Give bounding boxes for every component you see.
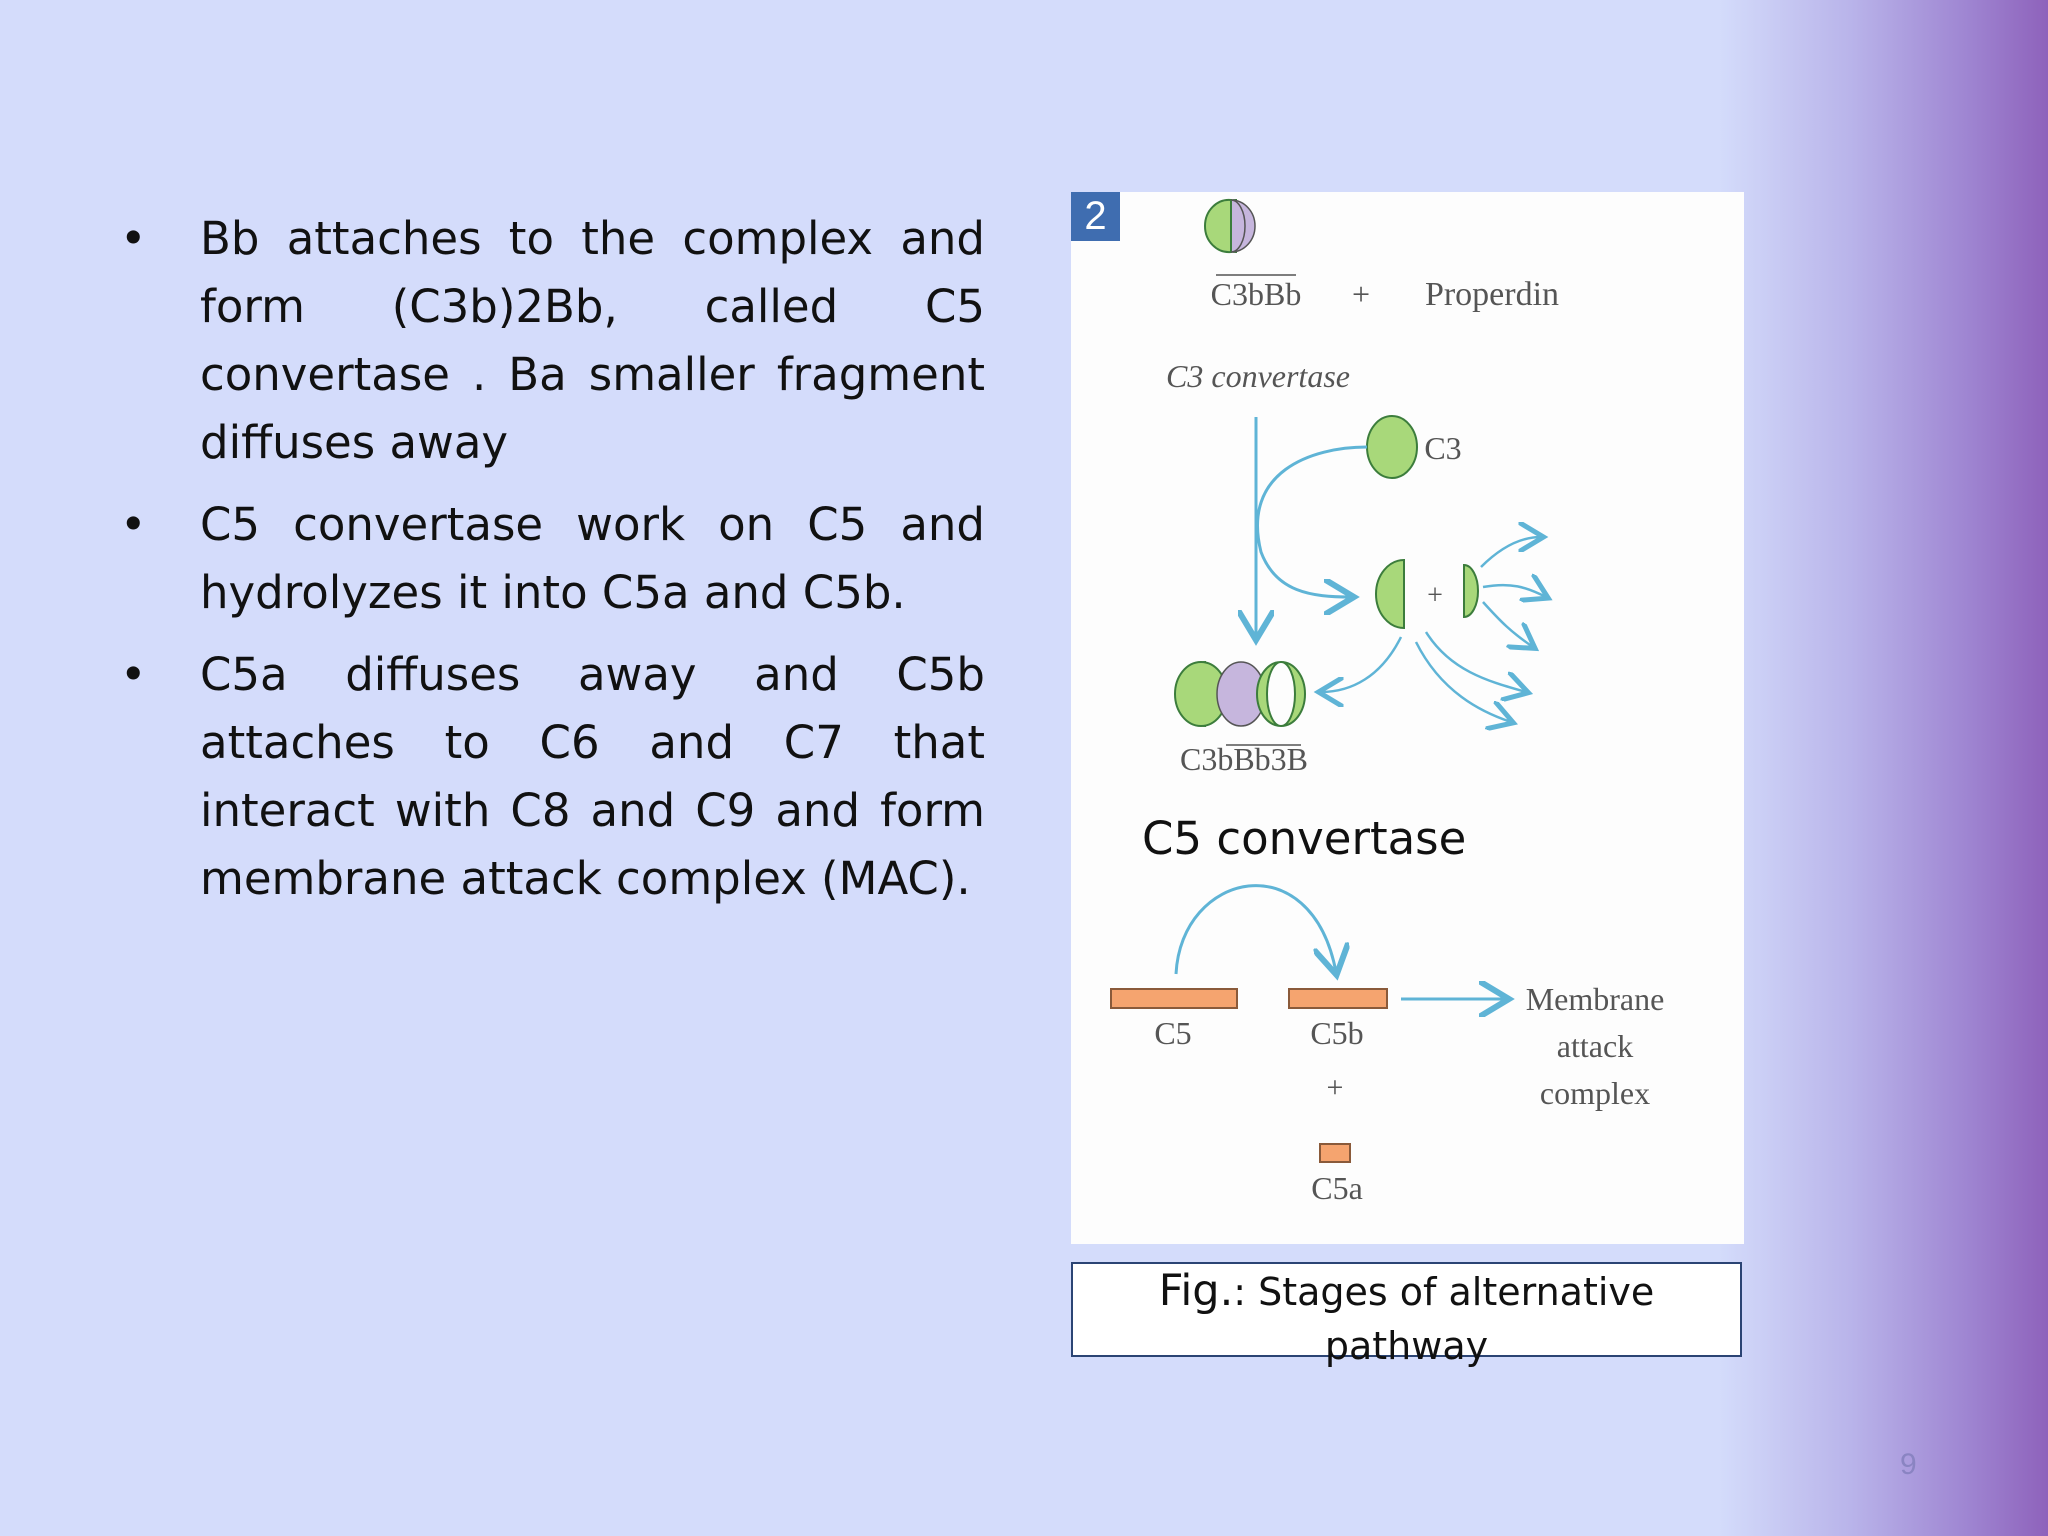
c5b-molecule-icon	[1288, 988, 1388, 1009]
c5-molecule-icon	[1110, 988, 1238, 1009]
bullet-dot: •	[120, 648, 147, 701]
page-number: 9	[1900, 1448, 1917, 1481]
mac-label-line2: attack	[1557, 1028, 1633, 1064]
c3bbb3b-label: C3bBb3B	[1180, 741, 1308, 777]
diffusion-arrows	[1321, 537, 1546, 722]
c3bbb3b-complex-icon	[1174, 660, 1306, 728]
figure-caption: Fig.: Stages of alternative pathway	[1071, 1262, 1742, 1368]
bullet-text: C5a diffuses away and C5b attaches to C6…	[200, 648, 985, 905]
figure-number-badge: 2	[1071, 192, 1120, 241]
caption-prefix: Fig.	[1158, 1266, 1234, 1316]
bullet-text: Bb attaches to the complex and form (C3b…	[200, 212, 985, 469]
plus-sign: +	[1427, 580, 1443, 611]
bullet-dot: •	[120, 212, 147, 265]
bullet-dot: •	[120, 498, 147, 551]
c5a-molecule-icon	[1319, 1143, 1351, 1163]
c3a-fragment-icon	[1463, 563, 1479, 619]
plus-sign: +	[1352, 276, 1370, 312]
c3-label: C3	[1424, 430, 1461, 466]
bullet-text: C5 convertase work on C5 and hydrolyzes …	[200, 498, 985, 619]
bullet-item: • C5 convertase work on C5 and hydrolyze…	[120, 491, 985, 627]
bullet-list: • Bb attaches to the complex and form (C…	[120, 205, 985, 927]
properdin-label: Properdin	[1425, 276, 1559, 313]
c3bbb-label: C3bBb	[1211, 276, 1302, 312]
decorative-gradient-band	[1718, 0, 2048, 1536]
mac-label-line1: Membrane	[1526, 981, 1665, 1017]
bullet-item: • Bb attaches to the complex and form (C…	[120, 205, 985, 477]
c3bbb-complex-icon	[1203, 198, 1256, 254]
plus-sign: +	[1327, 1071, 1344, 1104]
c5b-label: C5b	[1310, 1015, 1363, 1051]
c5-label: C5	[1154, 1015, 1191, 1051]
caption-text: : Stages of alternative pathway	[1233, 1270, 1655, 1368]
pathway-diagram: C3bBb + Properdin C3 convertase C3 + C3b…	[1110, 198, 1665, 1206]
c3b-fragment-icon	[1375, 558, 1405, 630]
convertase-arrow	[1174, 884, 1336, 974]
cleavage-arrow	[1256, 445, 1368, 597]
c3-convertase-label: C3 convertase	[1166, 358, 1350, 394]
c3-molecule-icon	[1366, 415, 1418, 479]
bullet-item: • C5a diffuses away and C5b attaches to …	[120, 641, 985, 913]
c5-convertase-heading: C5 convertase	[1142, 812, 1467, 865]
mac-label-line3: complex	[1540, 1075, 1650, 1111]
c5a-label: C5a	[1311, 1170, 1363, 1206]
